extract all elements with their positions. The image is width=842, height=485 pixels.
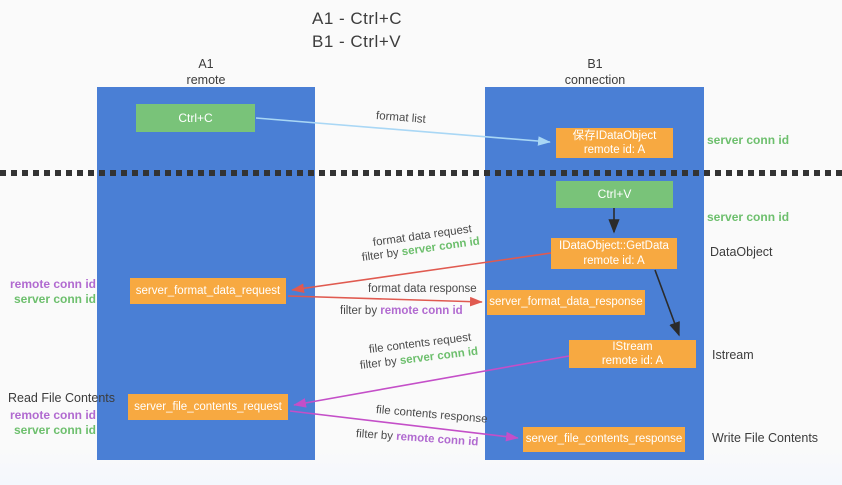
label-remote-conn-id-1: remote conn id [9,277,96,291]
label-read-file-contents: Read File Contents [8,391,116,405]
diagram-title: A1 - Ctrl+C B1 - Ctrl+V [312,8,402,54]
node-file-response-label: server_file_contents_response [525,433,683,446]
arrow-format-data-response [287,295,483,307]
node-format-response-label: server_format_data_response [489,296,643,309]
label-stack-format-ids: remote conn id server conn id [0,277,96,307]
label-stack-file-ids: remote conn id server conn id [0,408,96,438]
column-b-role: connection [564,72,626,87]
label-server-conn-id-left-1: server conn id [13,292,96,306]
node-server-file-contents-response: server_file_contents_response [523,427,685,452]
filter-by-text-2: filter by [340,305,381,317]
column-header-b1: B1 connection [486,57,704,88]
node-file-request-label: server_file_contents_request [134,400,282,413]
node-save-idataobject-line2: remote id: A [583,144,646,156]
node-server-format-data-request: server_format_data_request [130,278,286,304]
arrow-file-contents-response [289,410,519,442]
node-istream-line1: IStream [612,340,653,353]
node-idataobject-getdata: IDataObject::GetData remote id: A [551,238,677,269]
node-server-file-contents-request: server_file_contents_request [128,394,288,420]
label-server-conn-id-mid: server conn id [707,210,790,224]
column-a-id: A1 [198,57,214,71]
label-server-conn-id-top: server conn id [707,133,790,147]
label-dataobject: DataObject [710,245,773,259]
arrow-getdata-to-istream [654,269,680,337]
node-ctrl-c: Ctrl+C [136,104,255,132]
node-ctrl-v: Ctrl+V [556,181,673,208]
node-istream: IStream remote id: A [569,340,696,368]
label-remote-conn-id-2: remote conn id [9,408,96,422]
edge-label-filter-format-response: filter by remote conn id [340,305,463,317]
label-write-file-contents: Write File Contents [712,431,819,445]
node-server-format-data-response: server_format_data_response [487,290,645,315]
node-save-idataobject: 保存IDataObject remote id: A [556,128,673,158]
filter-keyword-remote-conn-id-2: remote conn id [380,305,463,317]
column-b-id: B1 [587,57,603,71]
arrow-format-data-request [291,252,552,294]
node-format-request-label: server_format_data_request [135,284,281,297]
machine-boundary-dotted-line [0,170,842,176]
title-line-1: A1 - Ctrl+C [312,9,403,28]
title-line-2: B1 - Ctrl+V [312,31,402,51]
edge-label-format-data-response: format data response [368,283,477,295]
node-ctrl-v-label: Ctrl+V [597,187,632,201]
node-save-idataobject-line1: 保存IDataObject [572,129,657,142]
node-ctrl-c-label: Ctrl+C [178,110,213,125]
arrow-format-list [255,117,551,146]
node-istream-line2: remote id: A [601,355,664,367]
label-istream: Istream [712,348,754,362]
arrow-file-contents-request [293,355,570,408]
column-header-a1: A1 remote [97,57,315,88]
label-server-conn-id-left-2: server conn id [13,423,96,437]
node-getdata-line2: remote id: A [583,254,645,267]
node-getdata-line1: IDataObject::GetData [559,240,669,253]
column-a-role: remote [186,72,226,87]
